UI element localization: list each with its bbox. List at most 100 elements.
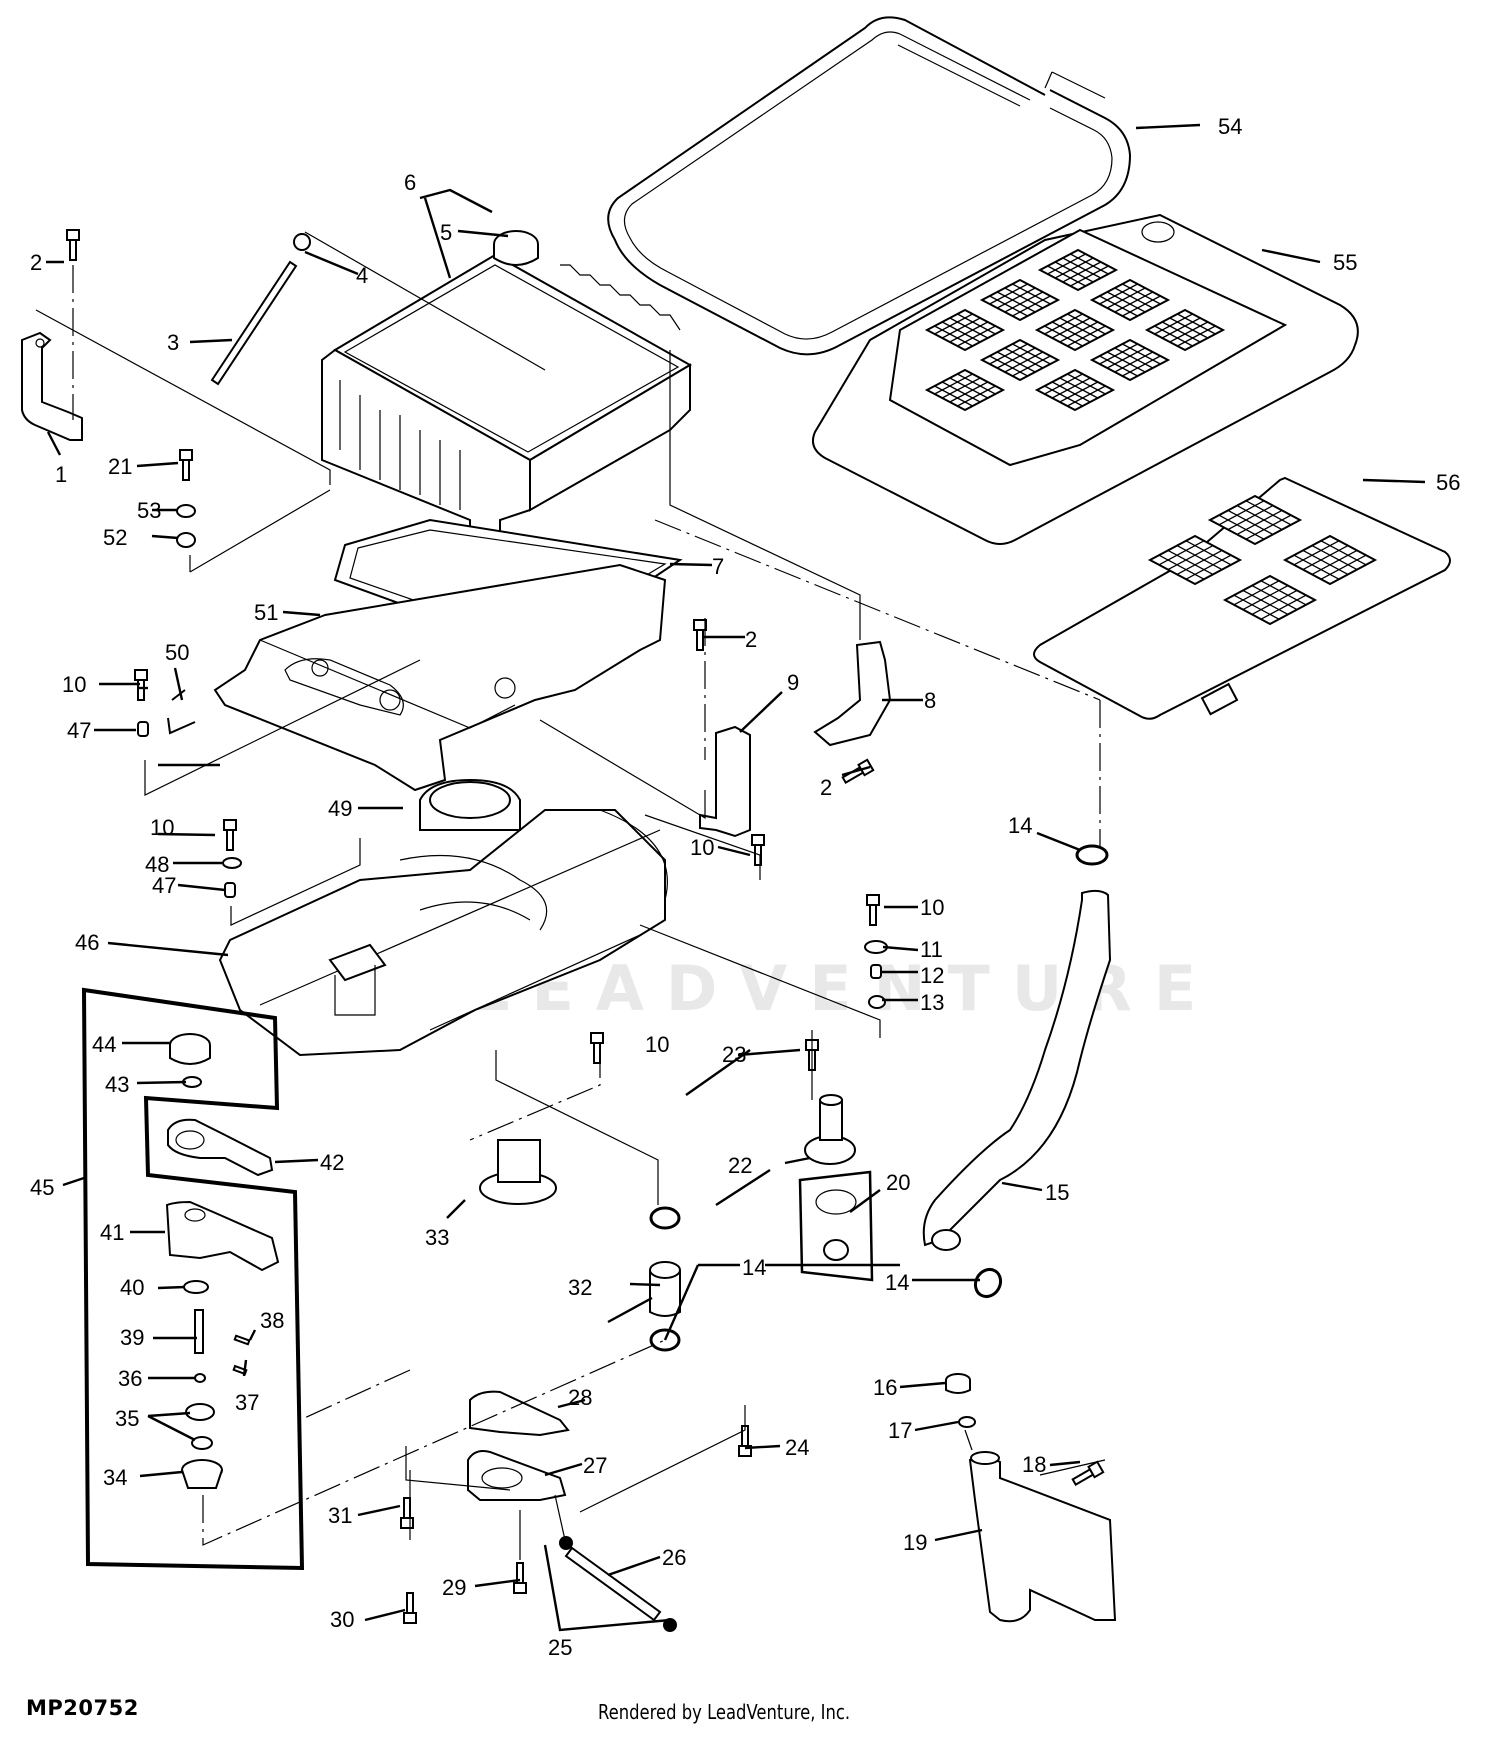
callout-14[interactable]: 14: [885, 1270, 909, 1295]
spacer-12[interactable]: [870, 964, 882, 979]
callout-43[interactable]: 43: [105, 1072, 129, 1097]
callout-35[interactable]: 35: [115, 1406, 139, 1431]
bracket-8[interactable]: [813, 640, 892, 747]
callout-10[interactable]: 10: [690, 835, 714, 860]
reservoir-cap-16[interactable]: [945, 1373, 971, 1394]
cap-screw-icon[interactable]: [590, 1032, 604, 1064]
callout-52[interactable]: 52: [103, 525, 127, 550]
grommet-53[interactable]: [176, 504, 196, 518]
spacer-47[interactable]: [137, 721, 149, 737]
callout-15[interactable]: 15: [1045, 1180, 1069, 1205]
hose-clamp-14[interactable]: [971, 1265, 1006, 1301]
shaft-39[interactable]: [194, 1309, 204, 1354]
callout-47[interactable]: 47: [152, 873, 176, 898]
cap-screw-icon[interactable]: [866, 894, 880, 926]
callout-22[interactable]: 22: [728, 1153, 752, 1178]
callout-42[interactable]: 42: [320, 1150, 344, 1175]
callout-45[interactable]: 45: [30, 1175, 54, 1200]
fan-shroud-46[interactable]: [218, 778, 668, 1057]
callout-40[interactable]: 40: [120, 1275, 144, 1300]
callout-13[interactable]: 13: [920, 990, 944, 1015]
cap-screw-icon[interactable]: [1071, 1460, 1105, 1487]
pin-38[interactable]: [233, 1334, 251, 1346]
callout-8[interactable]: 8: [924, 688, 936, 713]
bracket-1[interactable]: [21, 331, 83, 441]
hose-15[interactable]: [922, 889, 1112, 1251]
callout-29[interactable]: 29: [442, 1575, 466, 1600]
grommet-52[interactable]: [176, 532, 196, 548]
callout-32[interactable]: 32: [568, 1275, 592, 1300]
callout-14[interactable]: 14: [742, 1255, 766, 1280]
callout-31[interactable]: 31: [328, 1503, 352, 1528]
callout-2[interactable]: 2: [30, 250, 42, 275]
cap-screw-icon[interactable]: [513, 1562, 527, 1594]
callout-2[interactable]: 2: [820, 775, 832, 800]
cap-screw-icon[interactable]: [134, 669, 148, 701]
gear-44[interactable]: [169, 1033, 211, 1065]
callout-6[interactable]: 6: [404, 170, 416, 195]
callout-38[interactable]: 38: [260, 1308, 284, 1333]
callout-10[interactable]: 10: [645, 1032, 669, 1057]
cap-screw-icon[interactable]: [841, 758, 875, 785]
cap-screw-icon[interactable]: [693, 619, 707, 651]
radiator-support-51[interactable]: [213, 563, 667, 792]
callout-27[interactable]: 27: [583, 1453, 607, 1478]
impeller-34[interactable]: [181, 1459, 223, 1489]
callout-47[interactable]: 47: [67, 718, 91, 743]
callout-21[interactable]: 21: [108, 454, 132, 479]
hose-clamp-14[interactable]: [1075, 844, 1109, 866]
callout-41[interactable]: 41: [100, 1220, 124, 1245]
callout-1[interactable]: 1: [55, 462, 67, 487]
cap-screw-icon[interactable]: [400, 1497, 414, 1529]
callout-17[interactable]: 17: [888, 1418, 912, 1443]
callout-20[interactable]: 20: [886, 1170, 910, 1195]
callout-51[interactable]: 51: [254, 600, 278, 625]
washer-48[interactable]: [222, 857, 242, 869]
cap-screw-icon[interactable]: [403, 1592, 417, 1624]
callout-55[interactable]: 55: [1333, 250, 1357, 275]
callout-48[interactable]: 48: [145, 852, 169, 877]
callout-36[interactable]: 36: [118, 1366, 142, 1391]
callout-16[interactable]: 16: [873, 1375, 897, 1400]
callout-37[interactable]: 37: [235, 1390, 259, 1415]
callout-39[interactable]: 39: [120, 1325, 144, 1350]
grommet-13[interactable]: [868, 995, 886, 1009]
callout-11[interactable]: 11: [920, 937, 943, 962]
thermostat-kit-20[interactable]: [798, 1170, 874, 1282]
bracket-9[interactable]: [699, 725, 751, 838]
hose-32[interactable]: [649, 1261, 681, 1317]
thermostat-housing-22[interactable]: [804, 1094, 856, 1165]
callout-49[interactable]: 49: [328, 796, 352, 821]
callout-3[interactable]: 3: [167, 330, 179, 355]
seal-35[interactable]: [185, 1403, 215, 1450]
spacer-47[interactable]: [224, 882, 236, 898]
callout-56[interactable]: 56: [1436, 470, 1460, 495]
callout-9[interactable]: 9: [787, 670, 799, 695]
callout-46[interactable]: 46: [75, 930, 99, 955]
callout-54[interactable]: 54: [1218, 114, 1242, 139]
callout-4[interactable]: 4: [356, 263, 368, 288]
radiator-6[interactable]: [321, 230, 692, 541]
callout-33[interactable]: 33: [425, 1225, 449, 1250]
callout-24[interactable]: 24: [785, 1435, 809, 1460]
callout-50[interactable]: 50: [165, 640, 189, 665]
pump-cover-27[interactable]: [467, 1450, 567, 1501]
screen-housing-55[interactable]: [812, 213, 1359, 545]
callout-30[interactable]: 30: [330, 1607, 354, 1632]
tube-26[interactable]: [564, 1546, 662, 1622]
rod-3[interactable]: [210, 260, 298, 386]
gasket-17[interactable]: [958, 1416, 976, 1428]
callout-10[interactable]: 10: [62, 672, 86, 697]
cap-screw-icon[interactable]: [66, 229, 80, 261]
cap-screw-icon[interactable]: [751, 834, 765, 866]
edge-seal-54[interactable]: [607, 16, 1132, 356]
gasket-42[interactable]: [167, 1118, 274, 1177]
water-pump-housing-41[interactable]: [165, 1200, 280, 1272]
clip-4[interactable]: [293, 233, 311, 251]
callout-26[interactable]: 26: [662, 1545, 686, 1570]
callout-23[interactable]: 23: [722, 1042, 746, 1067]
callout-7[interactable]: 7: [712, 554, 724, 579]
callout-5[interactable]: 5: [440, 220, 452, 245]
clip-50[interactable]: [167, 689, 196, 735]
gasket-28[interactable]: [469, 1390, 570, 1437]
